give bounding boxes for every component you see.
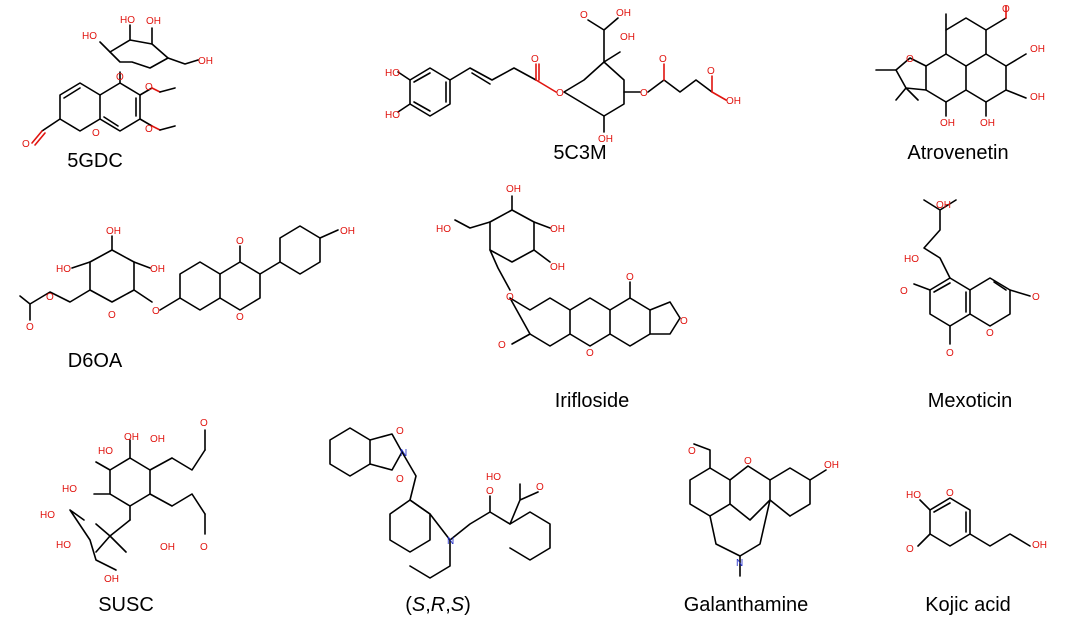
molecule-label: Irifloside xyxy=(555,390,629,412)
atom-label: O xyxy=(236,312,244,323)
atom-label: OH xyxy=(620,32,635,43)
atom-label: O xyxy=(1032,292,1040,303)
atom-label: O xyxy=(680,316,688,327)
atom-label: OH xyxy=(150,434,165,445)
atom-label: HO xyxy=(82,31,97,42)
molecule-mexoticin: OH HO O O O O Mexoticin xyxy=(900,199,1040,412)
molecule-atrovenetin: O OH OH OH OH O Atrovenetin xyxy=(875,4,1045,164)
atom-label: OH xyxy=(598,134,613,145)
atom-label: O xyxy=(946,348,954,359)
atom-label: O xyxy=(486,486,494,497)
atom-label: HO xyxy=(98,446,113,457)
atom-label: O xyxy=(1002,4,1010,15)
atom-label: HO xyxy=(904,254,919,265)
atom-label: OH xyxy=(124,432,139,443)
atom-label: O xyxy=(906,544,914,555)
atom-label: OH xyxy=(506,184,521,195)
atom-label: OH xyxy=(146,16,161,27)
atom-label: O xyxy=(22,139,30,150)
atom-label: O xyxy=(536,482,544,493)
atom-label: HO xyxy=(40,510,55,521)
atom-label: O xyxy=(236,236,244,247)
atom-label: OH xyxy=(936,200,951,211)
atom-label: O xyxy=(145,82,153,93)
atom-label: O xyxy=(145,124,153,135)
atom-label: O xyxy=(900,286,908,297)
atom-label: O xyxy=(152,306,160,317)
atom-label: N xyxy=(447,536,454,547)
atom-label: OH xyxy=(980,118,995,129)
atom-label: HO xyxy=(486,472,501,483)
atom-label: OH xyxy=(550,224,565,235)
atom-label: O xyxy=(46,292,54,303)
atom-label: O xyxy=(586,348,594,359)
molecule-label: SUSC xyxy=(98,594,154,616)
atom-label: O xyxy=(200,542,208,553)
molecule-label: Galanthamine xyxy=(684,594,809,616)
molecule-5c3m: HO HO O O O OH OH OH O O O OH 5C3M xyxy=(385,8,741,164)
molecule-label: D6OA xyxy=(68,350,123,372)
atom-label: O xyxy=(531,54,539,65)
molecule-irifloside: HO OH OH OH O O O O O Irifloside xyxy=(436,184,688,412)
atom-label: O xyxy=(640,88,648,99)
atom-label: O xyxy=(108,310,116,321)
atom-label: OH xyxy=(1032,540,1047,551)
atom-label: O xyxy=(744,456,752,467)
atom-label: OH xyxy=(104,574,119,585)
atom-label: O xyxy=(556,88,564,99)
atom-label: HO xyxy=(56,264,71,275)
atom-label: O xyxy=(26,322,34,333)
atom-label: HO xyxy=(906,490,921,501)
molecule-label: Kojic acid xyxy=(925,594,1011,616)
atom-label: OH xyxy=(198,56,213,67)
atom-label: OH xyxy=(940,118,955,129)
atom-label: HO xyxy=(62,484,77,495)
atom-label: O xyxy=(626,272,634,283)
molecule-label: Atrovenetin xyxy=(907,142,1008,164)
atom-label: OH xyxy=(1030,44,1045,55)
atom-label: HO xyxy=(56,540,71,551)
molecule-5gdc: O HO HO OH OH O O O O 5GDC xyxy=(22,15,213,172)
atom-label: O xyxy=(986,328,994,339)
molecule-kojic: HO O O OH Kojic acid xyxy=(906,488,1047,616)
atom-label: O xyxy=(116,72,124,83)
atom-label: N xyxy=(400,448,407,459)
atom-label: N xyxy=(736,558,743,569)
atom-label: HO xyxy=(385,68,400,79)
atom-label: O xyxy=(396,426,404,437)
atom-label: OH xyxy=(106,226,121,237)
molecule-label: Mexoticin xyxy=(928,390,1012,412)
atom-label: O xyxy=(659,54,667,65)
molecule-d6oa: HO OH OH O O O O O O OH D6OA xyxy=(19,225,355,372)
atom-label: O xyxy=(506,292,514,303)
atom-label: OH xyxy=(340,226,355,237)
atom-label: O xyxy=(707,66,715,77)
atom-label: O xyxy=(688,446,696,457)
atom-label: OH xyxy=(616,8,631,19)
molecule-srs: O O N N O HO O (S,R,S) xyxy=(329,426,551,616)
atom-label: OH xyxy=(726,96,741,107)
molecule-susc: HO OH OH O O HO HO HO OH OH SUSC xyxy=(40,418,208,616)
atom-label: O xyxy=(946,488,954,499)
atom-label: HO xyxy=(120,15,135,26)
atom-label: OH xyxy=(150,264,165,275)
molecule-label: 5GDC xyxy=(67,150,123,172)
atom-label: O xyxy=(200,418,208,429)
atom-label: O xyxy=(906,54,914,65)
atom-label: O xyxy=(498,340,506,351)
atom-label: OH xyxy=(824,460,839,471)
molecule-label: 5C3M xyxy=(553,142,606,164)
atom-label: OH xyxy=(550,262,565,273)
atom-label: OH xyxy=(160,542,175,553)
atom-label: HO xyxy=(436,224,451,235)
atom-label: O xyxy=(396,474,404,485)
atom-label: O xyxy=(92,128,100,139)
atom-label: O xyxy=(580,10,588,21)
atom-label: OH xyxy=(1030,92,1045,103)
atom-label: HO xyxy=(385,110,400,121)
molecule-galanthamine: O O OH N Galanthamine xyxy=(684,443,839,616)
molecule-label-srs: (S,R,S) xyxy=(405,594,471,616)
